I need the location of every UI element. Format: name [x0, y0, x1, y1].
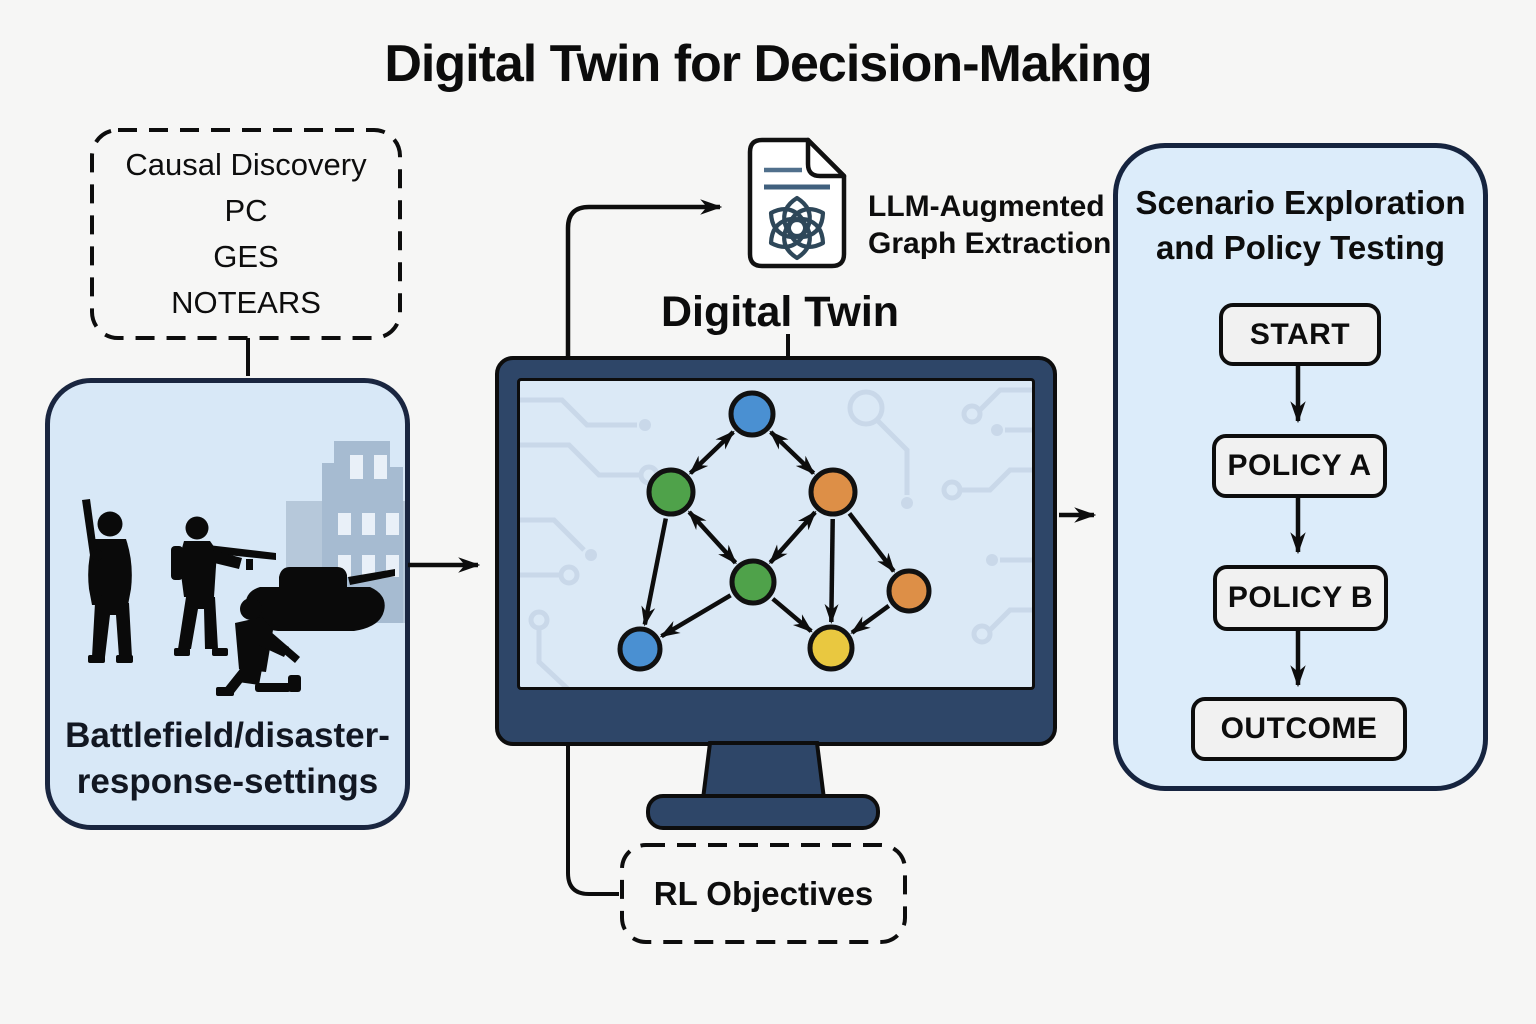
monitor-stand [646, 741, 880, 830]
soldiers-silhouette-icon [82, 499, 301, 696]
graph-node [886, 568, 932, 614]
flow-box-policy-a: POLICY A [1212, 434, 1387, 498]
graph-edges [641, 430, 896, 639]
graph-edge [847, 512, 896, 573]
scenario-panel: Scenario Exploration and Policy Testing … [1113, 143, 1488, 791]
monitor-screen [517, 378, 1035, 690]
tank-icon [245, 567, 395, 631]
document-icon [747, 137, 847, 269]
digital-twin-label: Digital Twin [660, 288, 900, 336]
graph-edge [641, 518, 669, 627]
llm-document [746, 136, 848, 275]
graph-node [807, 624, 855, 672]
scenario-title-line-2: and Policy Testing [1155, 229, 1446, 266]
graph-edge [687, 510, 738, 565]
graph-node [728, 390, 776, 438]
rl-objectives-box: RL Objectives [622, 845, 905, 942]
llm-annotation: LLM-Augmented Graph Extraction [868, 188, 1118, 262]
connector-monitor-to-rl [566, 745, 619, 896]
caption-line-2: response-settings [76, 762, 379, 801]
causal-line-1: Causal Discovery [125, 147, 367, 182]
graph-edge [769, 430, 816, 475]
monitor-icon [495, 356, 1057, 746]
graph-node [729, 558, 777, 606]
causal-line-2: PC [224, 193, 268, 228]
scenario-panel-title: Scenario Exploration and Policy Testing [1118, 180, 1483, 270]
causal-graph [520, 387, 1032, 687]
graph-node [617, 626, 663, 672]
battlefield-scene [82, 441, 405, 696]
graph-node [808, 467, 858, 517]
scenario-title-line-1: Scenario Exploration [1135, 184, 1466, 221]
openai-knot-icon [768, 195, 826, 261]
llm-line-1: LLM-Augmented [868, 190, 1105, 223]
llm-line-2: Graph Extraction [868, 227, 1112, 260]
causal-discovery-box: Causal Discovery PC GES NOTEARS [92, 142, 400, 326]
graph-edge [824, 518, 839, 624]
flow-box-outcome: OUTCOME [1191, 697, 1407, 761]
rl-objectives-label: RL Objectives [653, 874, 874, 912]
graph-edge [771, 597, 813, 633]
graph-node [646, 467, 696, 517]
flow-box-policy-b: POLICY B [1213, 565, 1388, 631]
graph-nodes [617, 390, 932, 672]
graph-edge [768, 510, 817, 565]
flow-box-start: START [1219, 303, 1381, 366]
graph-edge [688, 430, 735, 475]
battlefield-panel: Battlefield/disaster- response-settings [45, 378, 410, 830]
caption-line-1: Battlefield/disaster- [65, 716, 390, 755]
page-title: Digital Twin for Decision-Making [384, 35, 1152, 93]
graph-edge [850, 603, 891, 635]
causal-line-4: NOTEARS [171, 285, 321, 320]
causal-line-3: GES [213, 239, 279, 274]
battlefield-caption: Battlefield/disaster- response-settings [50, 713, 405, 805]
graph-edge [659, 593, 732, 639]
